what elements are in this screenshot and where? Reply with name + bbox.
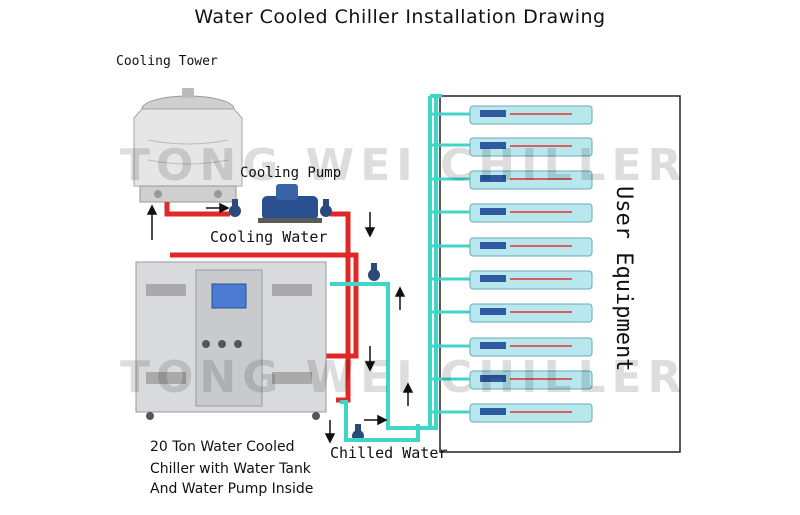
cooling-tower-label: Cooling Tower [116,54,218,69]
cooling-tower [133,88,243,203]
chiller-caption-line-2: Chiller with Water Tank [150,461,311,477]
chiller-caption-line-3: And Water Pump Inside [150,481,314,497]
flow-arrows [146,202,414,444]
equipment-unit [469,105,593,125]
cooling-pump-label: Cooling Pump [240,165,342,181]
watermark-top: TONG WEI CHILLER [120,140,688,191]
equipment-unit [469,303,593,323]
equipment-unit [469,237,593,257]
equipment-unit [469,403,593,423]
chilled-water-pipes [330,94,442,442]
chiller-unit [135,261,327,420]
equipment-unit [469,170,593,190]
equipment-unit [469,203,593,223]
user-equipment-units [469,105,593,423]
equipment-unit [469,370,593,390]
watermark-bottom: TONG WEI CHILLER [120,352,688,403]
cooling-water-label: Cooling Water [210,228,328,246]
equipment-unit [469,270,593,290]
diagram-title: Water Cooled Chiller Installation Drawin… [194,6,606,28]
branch-lines [430,112,472,414]
user-equipment-label: User Equipment [611,186,636,372]
cooling-pump [258,184,322,223]
equipment-unit [469,137,593,157]
chilled-water-label: Chilled Water [330,444,448,462]
equipment-unit [469,337,593,357]
chiller-caption-line-1: 20 Ton Water Cooled [150,439,295,455]
